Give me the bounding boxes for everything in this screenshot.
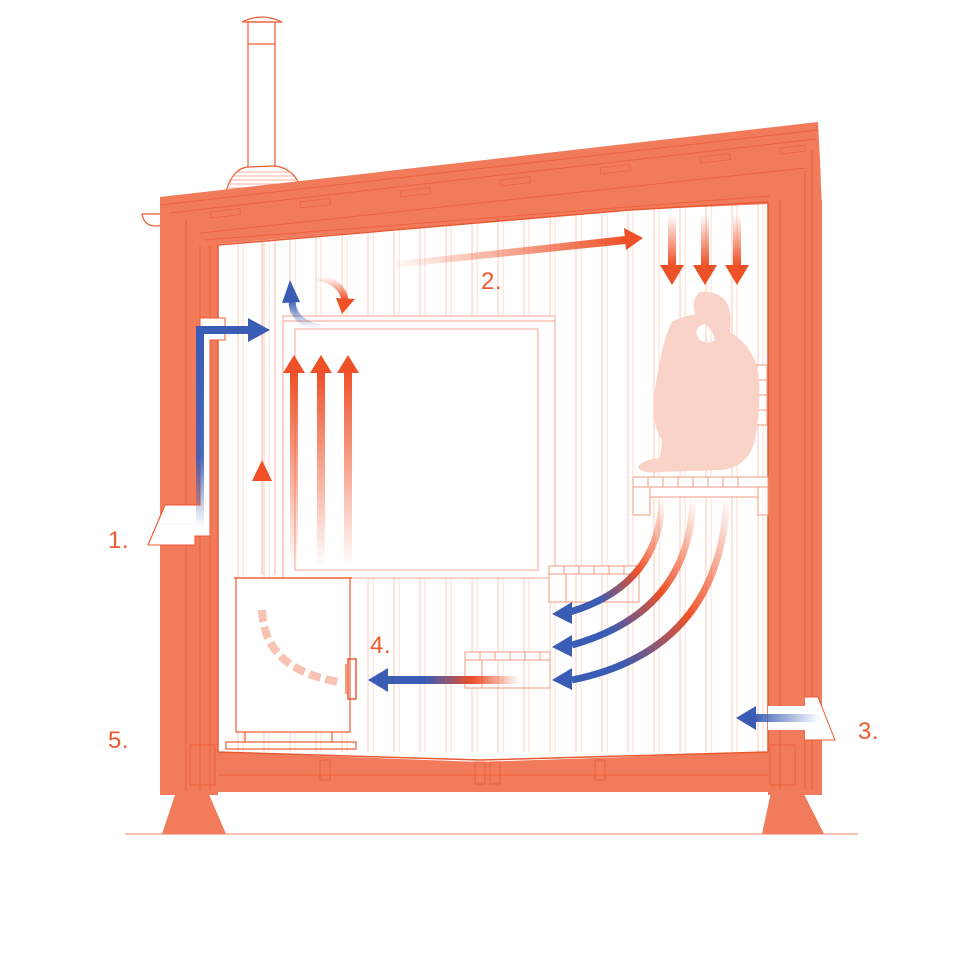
foundation-pier-right (762, 792, 824, 834)
down-heat-arrows (660, 215, 749, 285)
window (282, 315, 556, 579)
floor-intake-arrow (736, 696, 836, 741)
label-4: 4. (370, 632, 392, 659)
floor (218, 752, 768, 792)
right-wall (768, 200, 822, 795)
mixing-cycle-arrows (282, 273, 355, 332)
intake-duct-arrow (147, 317, 270, 546)
stove-feed-arrow (368, 668, 520, 692)
stove-icon (225, 577, 357, 750)
stove-dashed-arrow (252, 460, 341, 686)
person-sitting-icon (638, 291, 760, 473)
label-2: 2. (481, 268, 503, 295)
label-5: 5. (108, 727, 130, 754)
label-1: 1. (108, 527, 130, 554)
under-bench-return-arrows (552, 497, 731, 690)
ceiling-hot-flow-arrow (390, 228, 643, 268)
rising-heat-arrows (283, 355, 359, 567)
air-intake-vent-left (147, 504, 200, 546)
label-3: 3. (858, 718, 880, 745)
bench-top (632, 476, 769, 516)
roof (160, 122, 822, 246)
foundation-pier-left (162, 792, 226, 834)
